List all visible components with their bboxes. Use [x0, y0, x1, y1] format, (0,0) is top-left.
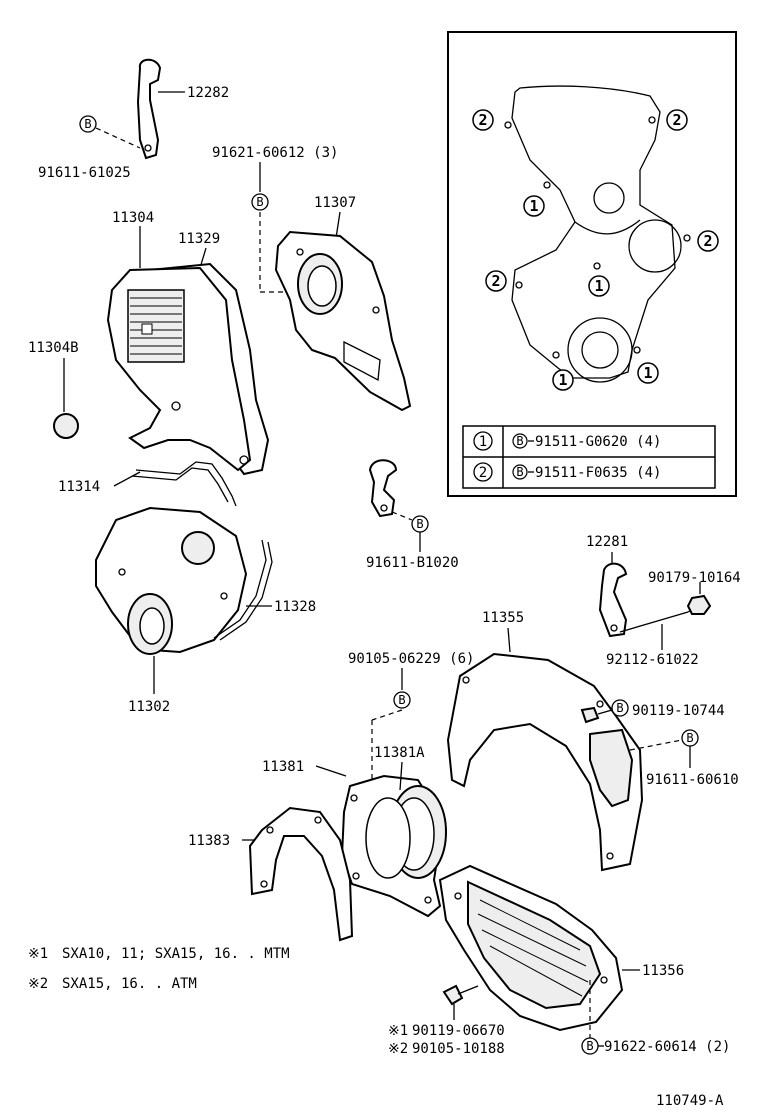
label-90105-10188: 90105-10188: [412, 1041, 505, 1057]
inset-marker-2-right: 2: [697, 230, 719, 252]
label-90119-10744: 90119-10744: [632, 703, 725, 719]
svg-text:B: B: [516, 434, 523, 448]
inset-marker-2-left: 2: [485, 270, 507, 292]
note2-mark: ※2: [28, 976, 48, 992]
label-91611-B1020: 91611-B1020: [366, 555, 459, 571]
part-90105-06229-bolt: 90105-06229 (6) B: [348, 651, 474, 780]
label-11329: 11329: [178, 231, 220, 247]
inset-marker-1-upper: 1: [523, 195, 545, 217]
label-11381A: 11381A: [374, 745, 425, 761]
label-11328: 11328: [274, 599, 316, 615]
part-11383-gasket: 11383: [188, 806, 354, 942]
part-11328-gasket: 11328: [213, 539, 316, 641]
label-11307: 11307: [314, 195, 356, 211]
inset-marker-1-bottom-right: 1: [637, 362, 659, 384]
svg-text:2: 2: [672, 111, 681, 129]
part-11304-upper-cover: 11304 11329: [106, 210, 270, 476]
label-11383: 11383: [188, 833, 230, 849]
svg-text:2: 2: [491, 272, 500, 290]
svg-text:2: 2: [478, 111, 487, 129]
diagram-reference-id: 110749-A: [656, 1093, 724, 1109]
note1-mark-bolt: ※1: [388, 1023, 408, 1039]
legend-row2-part: 91511-F0635 (4): [535, 465, 661, 481]
svg-text:B: B: [616, 701, 623, 715]
note2-text: SXA15, 16. . ATM: [62, 976, 197, 992]
part-11302-lower-cover: 11302: [95, 506, 248, 715]
label-90105-06229: 90105-06229 (6): [348, 651, 474, 667]
label-91611-60610: 91611-60610: [646, 772, 739, 788]
svg-text:2: 2: [703, 232, 712, 250]
legend-row1-part: 91511-G0620 (4): [535, 434, 661, 450]
svg-text:B: B: [398, 693, 405, 707]
inset-marker-1-bottom-left: 1: [552, 369, 574, 391]
part-12281-hook: 12281 90179-10164 92112-61022: [586, 534, 741, 668]
label-92112-61022: 92112-61022: [606, 652, 699, 668]
label-91621-60612: 91621-60612 (3): [212, 145, 338, 161]
svg-text:B: B: [516, 465, 523, 479]
part-11381-seal-housing: 11381 11381A: [262, 745, 447, 918]
label-91622-60614: 91622-60614 (2): [604, 1039, 730, 1055]
part-11314-gasket: 11314: [58, 461, 237, 507]
svg-text:B: B: [586, 1039, 593, 1053]
label-91611-61025: 91611-61025: [38, 165, 131, 181]
note1-text: SXA10, 11; SXA15, 16. . MTM: [62, 946, 290, 962]
note1-mark: ※1: [28, 946, 48, 962]
svg-text:1: 1: [479, 434, 487, 450]
label-11381: 11381: [262, 759, 304, 775]
part-bottom-bolt: ※1 90119-06670 ※2 90105-10188: [388, 984, 505, 1057]
svg-text:B: B: [416, 517, 423, 531]
svg-text:B: B: [84, 117, 91, 131]
inset-legend-table: 1 2 B 91511-G0620 (4) B 91511-F0635 (4): [462, 425, 716, 489]
svg-text:1: 1: [529, 197, 538, 215]
svg-text:2: 2: [479, 465, 487, 481]
part-91611-B1020-hook: B 91611-B1020: [366, 459, 459, 571]
inset-marker-2-top-left: 2: [472, 109, 494, 131]
inset-marker-2-top-right: 2: [666, 109, 688, 131]
inset-panel: 2 2 1 2 2 1 1 1: [447, 31, 737, 497]
label-11355: 11355: [482, 610, 524, 626]
part-11307-rear-plate: 91621-60612 (3) B 11307: [212, 145, 412, 412]
inset-marker-1-center: 1: [588, 275, 610, 297]
note2-mark-bolt: ※2: [388, 1041, 408, 1057]
svg-text:1: 1: [643, 364, 652, 382]
part-11304B-plug: 11304B: [28, 340, 79, 439]
part-12282-hook: 12282 B 91611-61025: [38, 58, 229, 181]
label-11356: 11356: [642, 963, 684, 979]
label-11302: 11302: [128, 699, 170, 715]
svg-text:B: B: [256, 195, 263, 209]
label-12281: 12281: [586, 534, 628, 550]
svg-text:1: 1: [558, 371, 567, 389]
label-11304B: 11304B: [28, 340, 79, 356]
part-11356-lower-plate: 11356 B 91622-60614 (2): [438, 864, 730, 1055]
part-11355-plate: 11355 B 90119-10744 B 91611-60610: [446, 610, 739, 872]
svg-text:1: 1: [594, 277, 603, 295]
label-11314: 11314: [58, 479, 100, 495]
inset-cover-outline: [511, 85, 676, 379]
label-90119-06670: 90119-06670: [412, 1023, 505, 1039]
svg-text:B: B: [686, 731, 693, 745]
applicability-notes: ※1 SXA10, 11; SXA15, 16. . MTM ※2 SXA15,…: [28, 946, 290, 992]
label-12282: 12282: [187, 85, 229, 101]
label-90179-10164: 90179-10164: [648, 570, 741, 586]
label-11304: 11304: [112, 210, 154, 226]
